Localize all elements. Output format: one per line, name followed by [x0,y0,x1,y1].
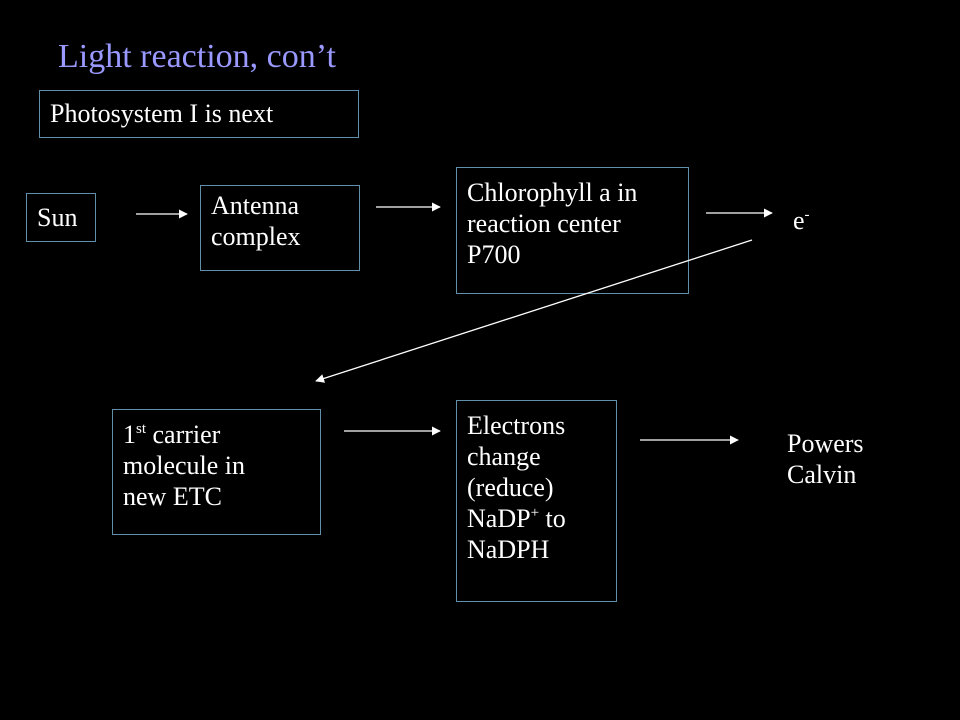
nadp-text: NaDP [467,504,531,533]
electrons-change-line-4-rest: to [539,504,566,533]
chlorophyll-line-2: reaction center [467,209,621,238]
powers-line-2: Calvin [787,460,857,489]
chlorophyll-box: Chlorophyll a in reaction center P700 [456,167,689,294]
arrow-electron-to-carrier [315,239,753,383]
nadp-charge: + [530,505,540,521]
electrons-change-box: Electrons change (reduce) NaDP+ to NaDPH [456,400,617,602]
slide-title: Light reaction, con’t [58,38,336,75]
electrons-change-line-3: (reduce) [467,473,554,502]
carrier-line-2: molecule in [123,451,246,480]
electrons-change-line-2: change [467,442,541,471]
electron-charge: - [804,207,810,223]
electrons-change-line-4: NaDP+ to [467,503,606,534]
electrons-change-line-1: Electrons [467,411,566,440]
chlorophyll-line-3: P700 [467,240,521,269]
electron-label: e- [793,205,810,236]
subtitle-box: Photosystem I is next [39,90,359,138]
antenna-line-2: complex [211,222,301,251]
antenna-line-1: Antenna [211,191,300,220]
carrier-ordinal-suffix: st [136,421,147,437]
carrier-box: 1st carrier molecule in new ETC [112,409,321,535]
carrier-line-1: 1st carrier [123,419,310,450]
carrier-line-1-rest: carrier [146,420,221,449]
sun-box: Sun [26,193,96,242]
sun-label: Sun [37,203,78,232]
electrons-change-line-5: NaDPH [467,535,550,564]
electron-base: e [793,206,805,235]
carrier-line-3: new ETC [123,482,222,511]
antenna-complex-box: Antenna complex [200,185,360,271]
chlorophyll-line-1: Chlorophyll a in [467,178,638,207]
powers-line-1: Powers [787,429,864,458]
subtitle-text: Photosystem I is next [50,99,274,128]
powers-calvin-label: Powers Calvin [787,428,864,490]
carrier-ordinal: 1 [123,420,136,449]
